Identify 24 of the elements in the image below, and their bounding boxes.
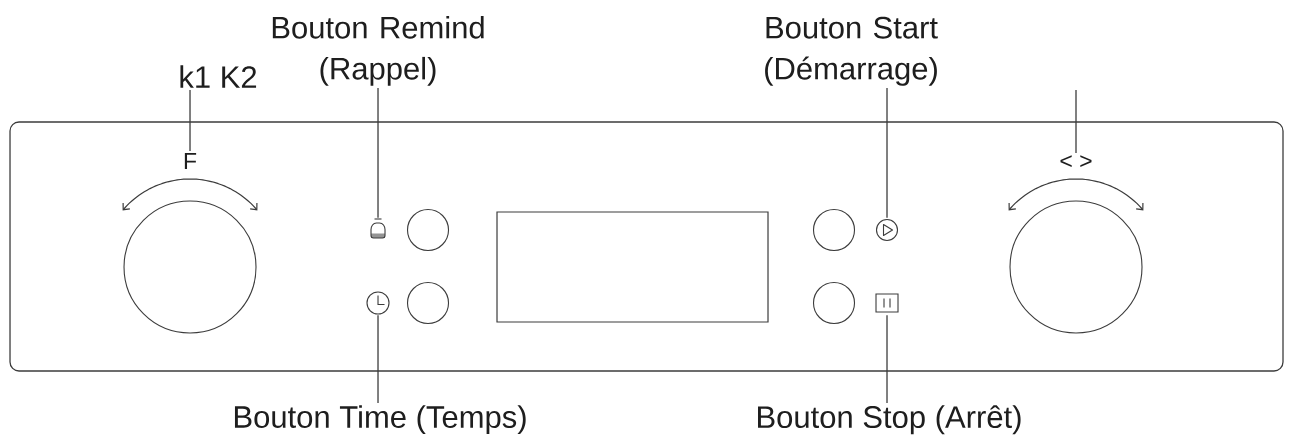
display-screen [496, 211, 769, 323]
callout-label: Bouton Time (Temps) [234, 405, 526, 435]
callout-label: Bouton Start (Démarrage) [765, 16, 938, 86]
leader-line [886, 87, 888, 219]
push-button [812, 281, 856, 325]
rotary-knob [123, 200, 257, 334]
callout-label: k1 K2 [180, 65, 257, 88]
play-icon [875, 218, 899, 242]
push-button [406, 281, 450, 325]
push-button [406, 208, 450, 252]
rotary-knob [1009, 200, 1143, 334]
leader-line [377, 87, 379, 219]
clock-icon [366, 291, 390, 315]
leader-line [189, 89, 191, 152]
push-button [812, 208, 856, 252]
pause-icon [875, 293, 899, 313]
leader-line [886, 314, 888, 404]
bell-icon [370, 218, 386, 239]
callout-label: Bouton Stop (Arrêt) [758, 405, 1021, 435]
knob-marking: < > [1060, 155, 1092, 167]
callout-label: Bouton Remind (Rappel) [272, 15, 484, 86]
leader-line [1075, 89, 1077, 154]
leader-line [377, 314, 379, 404]
knob-marking: F [184, 153, 197, 169]
